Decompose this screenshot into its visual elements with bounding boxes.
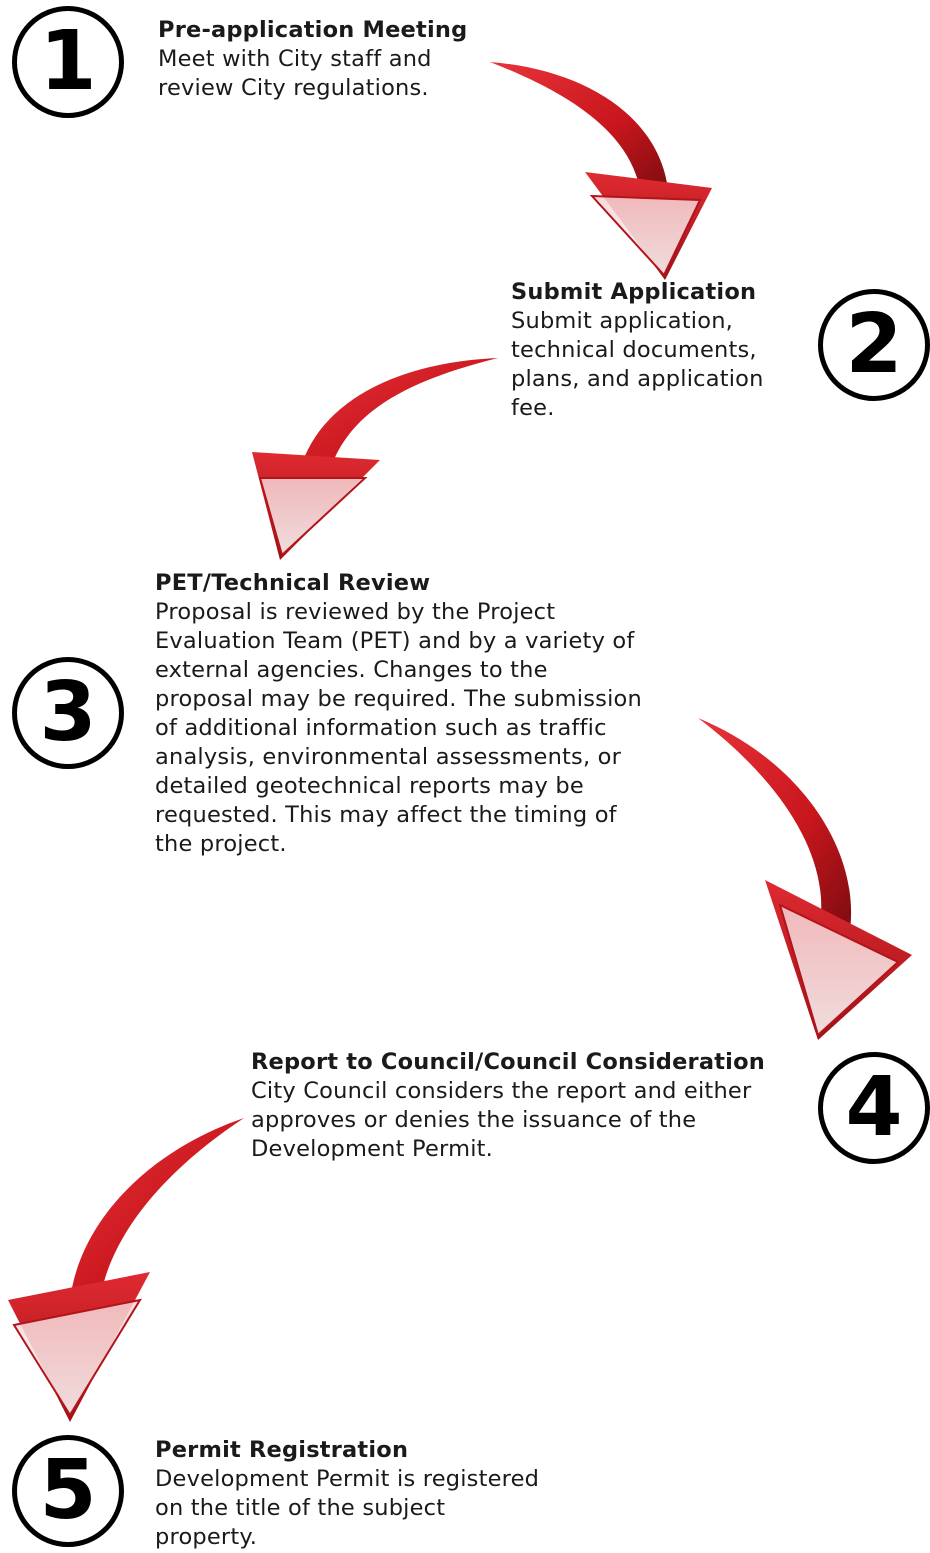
arrow-3-to-4	[698, 718, 912, 1040]
step-2-number: 2	[845, 297, 903, 392]
arrow-4-to-5	[8, 1118, 244, 1422]
step-3-number: 3	[39, 665, 97, 760]
step-5-title: Permit Registration	[155, 1437, 409, 1463]
step-4-body: City Council considers the report and ei…	[251, 1078, 752, 1162]
step-5-number: 5	[39, 1443, 97, 1538]
step-3-text: PET/Technical Review Proposal is reviewe…	[155, 569, 642, 859]
step-3-title: PET/Technical Review	[155, 570, 431, 596]
step-3-body: Proposal is reviewed by the Project Eval…	[155, 599, 642, 857]
step-1-title: Pre-application Meeting	[158, 17, 468, 43]
step-3-number-circle: 3	[12, 657, 124, 769]
step-4-number-circle: 4	[818, 1052, 930, 1164]
step-2-title: Submit Application	[511, 279, 757, 305]
step-2-number-circle: 2	[818, 289, 930, 401]
step-4-number: 4	[845, 1060, 903, 1155]
step-5-body: Development Permit is registered on the …	[155, 1466, 540, 1550]
step-5-text: Permit Registration Development Permit i…	[155, 1436, 539, 1552]
step-1-number-circle: 1	[12, 6, 124, 118]
step-5-number-circle: 5	[12, 1435, 124, 1547]
step-1-body: Meet with City staff and review City reg…	[158, 46, 432, 101]
arrow-2-to-3	[252, 358, 498, 560]
step-4-title: Report to Council/Council Consideration	[251, 1049, 765, 1075]
step-1-text: Pre-application Meeting Meet with City s…	[158, 16, 467, 103]
step-2-text: Submit Application Submit application, t…	[511, 278, 764, 423]
arrow-1-to-2	[490, 62, 712, 280]
step-1-number: 1	[39, 14, 97, 109]
step-4-text: Report to Council/Council Consideration …	[251, 1048, 765, 1164]
step-2-body: Submit application, technical documents,…	[511, 308, 764, 421]
